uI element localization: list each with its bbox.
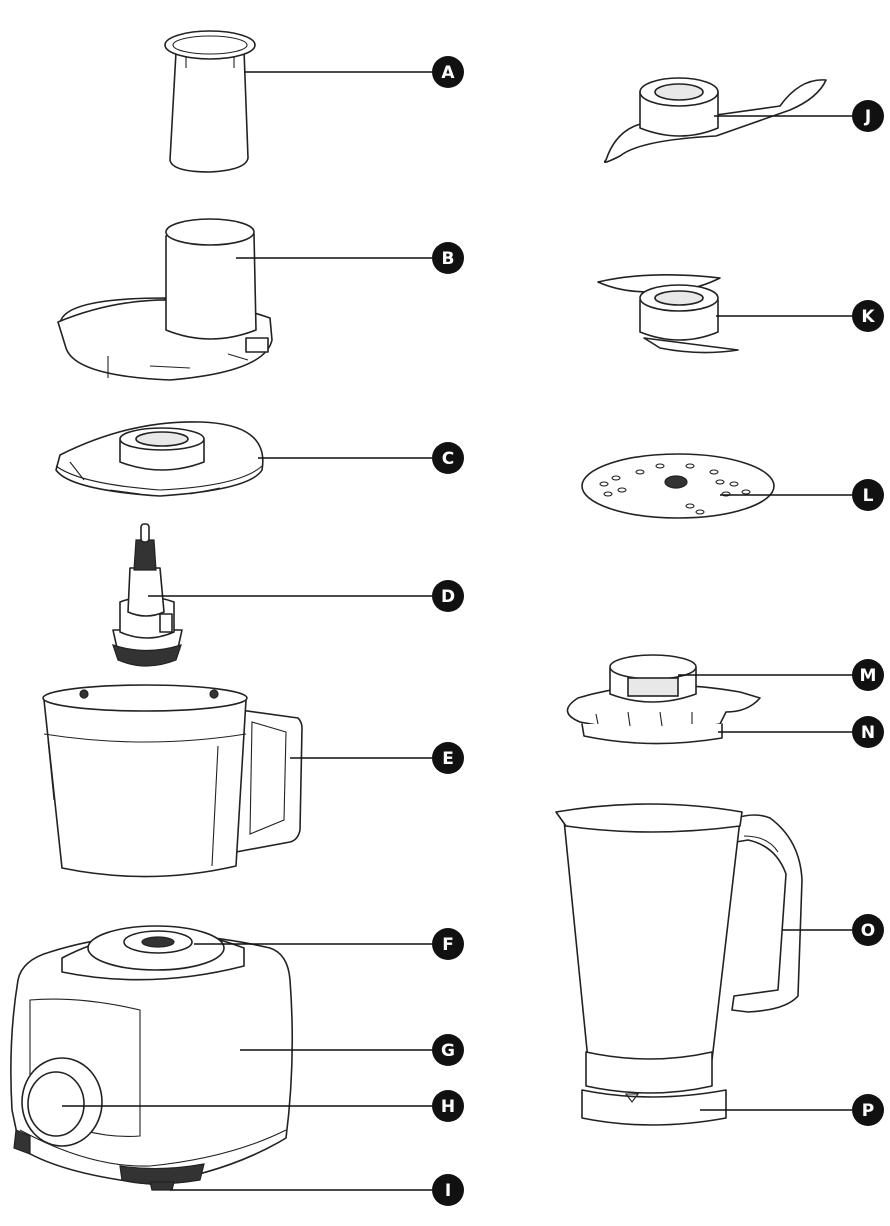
callout-i-label: I xyxy=(445,1181,451,1201)
callout-f: F xyxy=(432,928,464,960)
callout-e-label: E xyxy=(442,749,454,769)
part-d-spindle xyxy=(112,523,183,667)
callout-e: E xyxy=(432,742,464,774)
part-j-chopping-blade xyxy=(603,77,827,164)
callout-i: I xyxy=(432,1174,464,1206)
callout-f-label: F xyxy=(442,935,454,955)
callout-h-label: H xyxy=(441,1097,455,1117)
callout-a-label: A xyxy=(441,63,455,83)
callout-o-label: O xyxy=(861,921,875,941)
callout-a: A xyxy=(432,56,464,88)
callout-j: J xyxy=(852,100,884,132)
callout-l-label: L xyxy=(863,486,874,506)
callout-m-label: M xyxy=(860,666,877,686)
callout-h: H xyxy=(432,1090,464,1122)
part-a-pusher xyxy=(164,30,256,173)
part-c-disc-holder xyxy=(55,421,264,497)
part-fghi-motor-base xyxy=(10,925,294,1191)
callout-n: N xyxy=(852,716,884,748)
callout-d: D xyxy=(432,580,464,612)
callout-c: C xyxy=(432,442,464,474)
callout-b-label: B xyxy=(442,249,455,269)
callout-p-label: P xyxy=(862,1101,874,1121)
callout-n-label: N xyxy=(861,723,875,743)
callout-m: M xyxy=(852,659,884,691)
callout-b: B xyxy=(432,242,464,274)
callout-g-label: G xyxy=(441,1041,455,1061)
part-l-grating-disc xyxy=(581,453,775,519)
callout-l: L xyxy=(852,479,884,511)
callout-o: O xyxy=(852,914,884,946)
callout-k-label: K xyxy=(861,307,875,327)
callout-c-label: C xyxy=(442,449,454,469)
callout-k: K xyxy=(852,300,884,332)
part-mn-blender-lid xyxy=(566,654,761,745)
callout-j-label: J xyxy=(864,107,871,127)
callout-d-label: D xyxy=(441,587,455,607)
callout-g: G xyxy=(432,1034,464,1066)
part-e-bowl xyxy=(42,684,303,878)
part-b-lid xyxy=(57,218,273,381)
part-op-blender-jar xyxy=(555,803,803,1126)
callout-p: P xyxy=(852,1094,884,1126)
part-k-small-blade xyxy=(597,274,739,354)
